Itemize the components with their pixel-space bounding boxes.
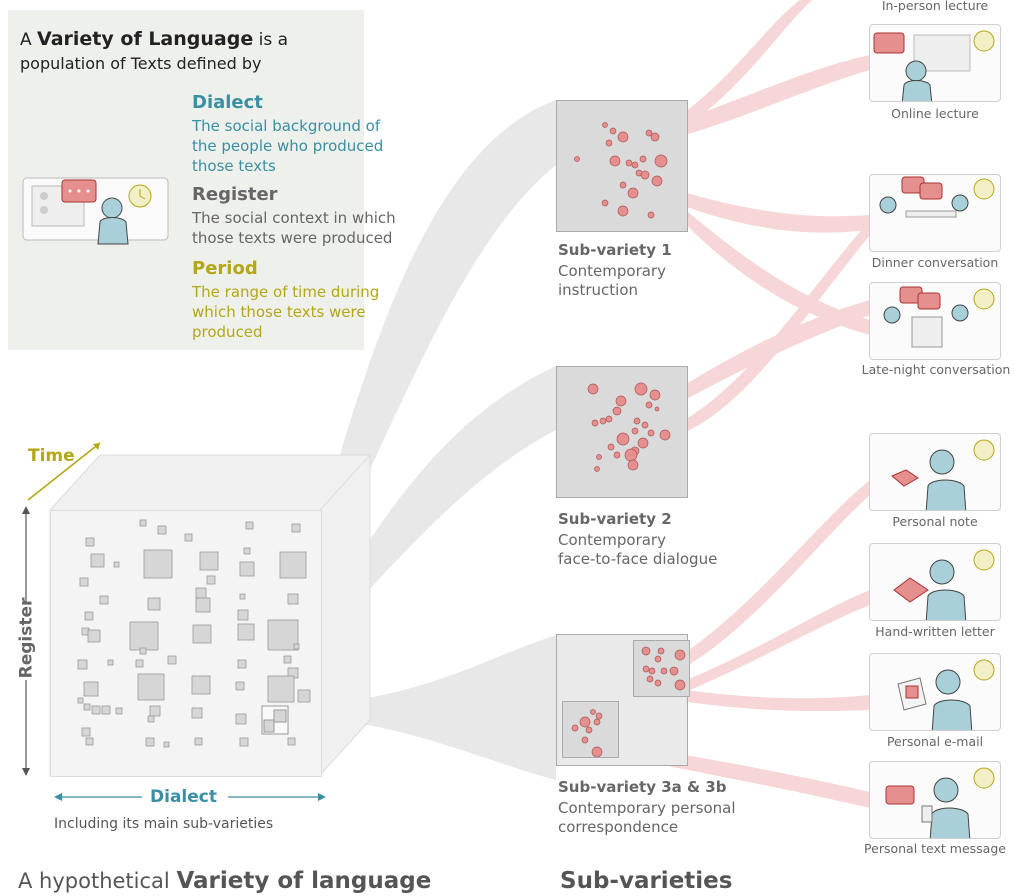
time-axis-label: Time	[28, 446, 75, 466]
context-caption-hand-written-letter: Hand-written letter	[875, 624, 995, 639]
context-card-personal-email	[869, 653, 1001, 731]
subvariety-1-panel	[556, 100, 688, 232]
dialect-caption: Including its main sub-varieties	[54, 816, 274, 832]
definition-subtitle: population of Texts defined by	[20, 54, 262, 73]
subvarieties-title: Sub-varieties	[560, 868, 733, 894]
subvariety-1-dots	[574, 122, 668, 219]
subvariety-2-title: Sub-variety 2	[558, 510, 672, 528]
variety-title: A hypothetical Variety of language	[18, 868, 432, 894]
text-population-squares	[77, 519, 311, 748]
context-card-personal-note	[869, 433, 1001, 511]
online-lecture-illustration	[873, 30, 995, 101]
context-card-online-lecture	[869, 24, 1001, 102]
personal-note-illustration	[891, 439, 995, 510]
context-caption-in-person-lecture: In-person lecture	[881, 0, 989, 13]
subvariety-3a-panel	[633, 640, 690, 697]
subvariety-3b-dots	[571, 709, 603, 758]
register-axis-label: Register	[16, 597, 37, 679]
context-caption-online-lecture: Online lecture	[891, 106, 979, 121]
register-label: Register	[192, 184, 278, 205]
subvariety-3-title: Sub-variety 3a & 3b	[558, 778, 727, 796]
hand-written-letter-illustration	[893, 549, 995, 620]
context-card-personal-text-message	[869, 761, 1001, 839]
period-label: Period	[192, 258, 258, 279]
context-caption-personal-email: Personal e-mail	[886, 734, 984, 749]
context-caption-late-night-conversation: Late-night conversation	[861, 362, 1011, 377]
dinner-conversation-illustration	[879, 176, 995, 218]
context-caption-dinner-conversation: Dinner conversation	[871, 255, 999, 270]
context-caption-personal-note: Personal note	[892, 514, 978, 529]
online-lecture-icon	[22, 177, 169, 245]
subvariety-2-dots	[587, 382, 671, 472]
dialect-axis-label: Dialect	[150, 787, 217, 807]
context-caption-personal-text-message: Personal text message	[864, 841, 1006, 856]
context-card-late-night-conversation	[869, 282, 1001, 360]
subvariety-3b-panel	[562, 701, 619, 758]
dialect-label: Dialect	[192, 92, 263, 113]
personal-email-illustration	[897, 659, 995, 730]
definition-title: A Variety of Language is a	[20, 28, 289, 50]
subvariety-3a-dots	[641, 646, 686, 691]
band-subvariety-3	[300, 635, 556, 780]
context-card-dinner-conversation	[869, 174, 1001, 252]
subvariety-2-panel	[556, 366, 688, 498]
personal-text-message-illustration	[885, 767, 995, 838]
late-night-conversation-illustration	[883, 286, 995, 348]
context-card-hand-written-letter	[869, 543, 1001, 621]
subvariety-1-title: Sub-variety 1	[558, 241, 672, 259]
band-subvariety-1	[300, 100, 556, 610]
subvariety-3-panel	[556, 634, 690, 766]
